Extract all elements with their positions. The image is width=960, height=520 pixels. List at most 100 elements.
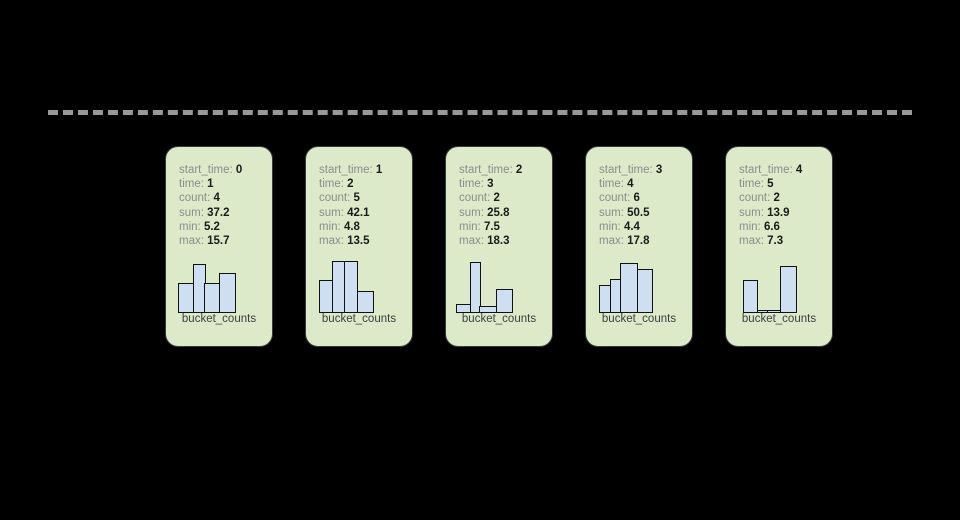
histogram-bar xyxy=(620,263,638,314)
card-field-row: count: 2 xyxy=(459,191,552,205)
chart-label: bucket_counts xyxy=(601,313,677,325)
card-field-row: min: 6.6 xyxy=(739,220,832,234)
card-field-key: start_time: xyxy=(459,164,513,176)
card-field-key: count: xyxy=(179,192,211,205)
card-field-row: sum: 42.1 xyxy=(319,206,412,220)
card-field-key: sum: xyxy=(599,206,624,219)
card-field-row: max: 18.3 xyxy=(459,234,552,248)
card-field-row: start_time: 4 xyxy=(739,163,832,177)
card-field-key: max: xyxy=(459,235,484,248)
card-field-key: time: xyxy=(599,178,624,191)
card-field-row: time: 4 xyxy=(599,177,692,191)
card-field-value: 2 xyxy=(773,192,780,205)
card-field-value: 7.3 xyxy=(767,235,784,248)
card-field-key: max: xyxy=(739,235,764,248)
card-field-key: min: xyxy=(599,220,621,233)
card-field-key: time: xyxy=(739,178,764,191)
bucket-counts-histogram xyxy=(306,255,412,314)
card-field-key: min: xyxy=(739,220,761,233)
card-field-row: sum: 50.5 xyxy=(599,206,692,220)
card-field-value: 3 xyxy=(655,164,663,176)
card-field-key: start_time: xyxy=(599,164,653,176)
histogram-bar xyxy=(636,269,653,314)
card-field-value: 0 xyxy=(235,164,243,176)
card-field-value: 18.3 xyxy=(487,235,510,248)
card-field-key: count: xyxy=(319,192,351,205)
card-field-key: start_time: xyxy=(179,164,233,176)
card-field-row: min: 7.5 xyxy=(459,220,552,234)
histogram-bar xyxy=(218,273,236,314)
card-field-value: 42.1 xyxy=(347,206,370,219)
histogram-bars xyxy=(319,261,374,314)
card-field-row: count: 4 xyxy=(179,191,272,205)
histogram-bars xyxy=(456,262,513,314)
bucket-counts-histogram xyxy=(166,255,272,314)
card-field-value: 4 xyxy=(627,178,634,191)
card-field-value: 5 xyxy=(767,178,774,191)
card-field-row: min: 4.4 xyxy=(599,220,692,234)
card-field-value: 25.8 xyxy=(487,206,510,219)
card-field-key: min: xyxy=(319,220,341,233)
histogram-bar xyxy=(779,266,797,314)
histogram-bar xyxy=(344,261,358,314)
card-field-key: count: xyxy=(459,192,491,205)
card-field-value: 5 xyxy=(353,192,360,205)
card-field-value: 7.5 xyxy=(483,220,500,233)
histogram-bar xyxy=(356,291,374,314)
card-field-key: start_time: xyxy=(319,164,373,176)
card-field-row: time: 2 xyxy=(319,177,412,191)
card-field-value: 6 xyxy=(633,192,640,205)
card-field-key: max: xyxy=(599,235,624,248)
card-field-value: 37.2 xyxy=(207,206,230,219)
card-field-value: 2 xyxy=(347,178,354,191)
card-field-row: sum: 13.9 xyxy=(739,206,832,220)
card-field-key: max: xyxy=(319,235,344,248)
card-field-row: count: 5 xyxy=(319,191,412,205)
card-field-value: 4.4 xyxy=(623,220,640,233)
card-field-row: time: 1 xyxy=(179,177,272,191)
card-field-value: 13.9 xyxy=(767,206,790,219)
card-field-row: max: 17.8 xyxy=(599,234,692,248)
card-field-row: min: 5.2 xyxy=(179,220,272,234)
card-field-row: min: 4.8 xyxy=(319,220,412,234)
histogram-bars xyxy=(743,266,797,314)
chart-label: bucket_counts xyxy=(181,313,257,325)
card-field-key: time: xyxy=(319,178,344,191)
card-field-key: sum: xyxy=(179,206,204,219)
card-field-value: 1 xyxy=(207,178,214,191)
histogram-bar xyxy=(495,289,513,314)
card-field-value: 4 xyxy=(795,164,803,176)
card-field-value: 1 xyxy=(375,164,383,176)
card-field-key: sum: xyxy=(739,206,764,219)
chart-label: bucket_counts xyxy=(321,313,397,325)
card-field-row: start_time: 0 xyxy=(179,163,272,177)
card-field-value: 17.8 xyxy=(627,235,650,248)
card-field-value: 5.2 xyxy=(203,220,220,233)
card-field-value: 15.7 xyxy=(207,235,230,248)
card-field-value: 4 xyxy=(213,192,220,205)
histogram-bar xyxy=(469,262,481,314)
card-field-key: time: xyxy=(459,178,484,191)
card-field-value: 3 xyxy=(487,178,494,191)
card-field-key: max: xyxy=(179,235,204,248)
card-field-value: 2 xyxy=(515,164,523,176)
card-field-row: max: 13.5 xyxy=(319,234,412,248)
histogram-bars xyxy=(599,263,653,314)
histogram-bars xyxy=(178,264,236,314)
card-field-row: time: 5 xyxy=(739,177,832,191)
card-field-row: count: 2 xyxy=(739,191,832,205)
card-field-row: start_time: 1 xyxy=(319,163,412,177)
card-field-value: 2 xyxy=(493,192,500,205)
card-field-key: count: xyxy=(739,192,771,205)
